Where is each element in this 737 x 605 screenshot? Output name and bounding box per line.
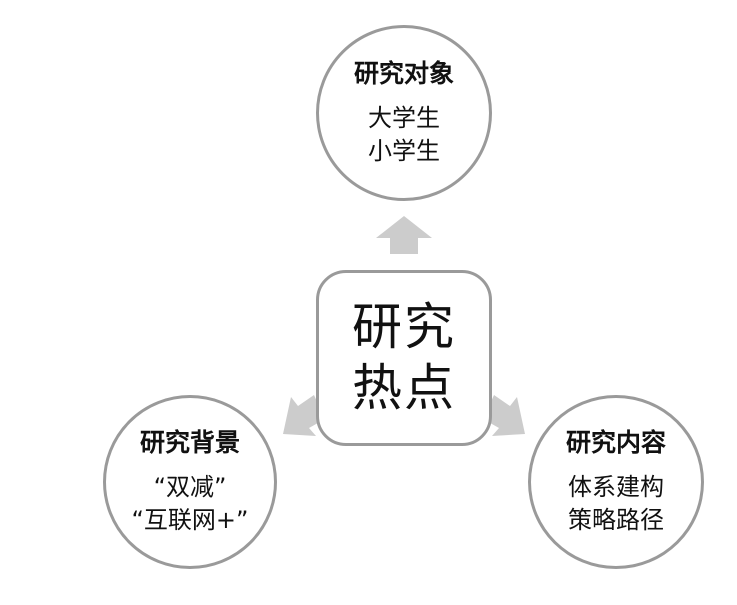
node-research-object: 研究对象 大学生 小学生	[316, 25, 492, 201]
node-item: 策略路径	[568, 506, 664, 535]
node-item: 体系建构	[568, 472, 664, 501]
node-research-content: 研究内容 体系建构 策略路径	[528, 395, 704, 569]
node-item: “互联网+”	[131, 506, 249, 535]
node-title: 研究对象	[353, 59, 454, 89]
center-text-line1: 研究	[352, 298, 456, 356]
node-item: 小学生	[368, 137, 440, 166]
arrow-down-right-icon	[483, 395, 525, 436]
node-research-background: 研究背景 “双减” “互联网+”	[103, 395, 277, 569]
node-item: 大学生	[368, 103, 440, 132]
center-node-research-hotspot: 研究 热点	[316, 270, 492, 446]
node-item: “双减”	[153, 472, 227, 501]
node-title: 研究内容	[565, 428, 666, 458]
center-text-line2: 热点	[352, 359, 456, 417]
node-title: 研究背景	[139, 428, 240, 458]
arrow-down-left-icon	[283, 395, 325, 436]
arrow-up-icon	[376, 216, 432, 254]
